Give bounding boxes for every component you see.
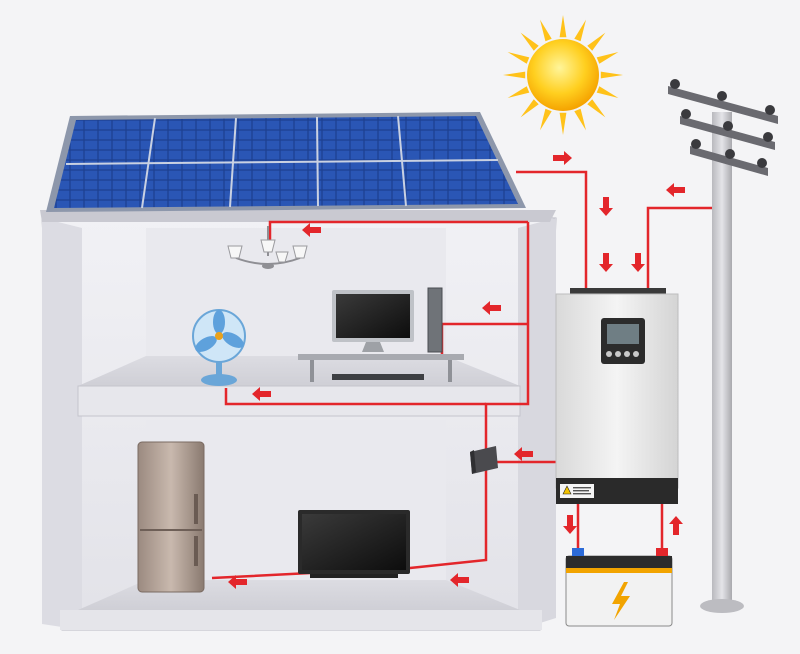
distribution-box	[470, 446, 498, 474]
inverter-lcd-screen	[607, 324, 639, 344]
arrow-icon	[669, 516, 683, 535]
computer-keyboard	[332, 374, 424, 380]
sun-ray	[574, 108, 586, 131]
wire-lamp	[268, 220, 528, 240]
utility-pole	[668, 79, 778, 613]
sun-ray	[507, 86, 530, 98]
fridge-handle-upper	[194, 494, 198, 524]
inverter-warning-text-lines-2	[573, 490, 589, 492]
sun-ray	[507, 52, 530, 64]
pole-base	[700, 599, 744, 613]
sun-ray	[587, 99, 606, 118]
desk-top	[298, 354, 464, 360]
arrow-icon	[666, 183, 685, 197]
fan-blades	[195, 310, 244, 352]
sun-ray	[587, 32, 606, 51]
house-front-left-wall	[42, 218, 82, 630]
battery-terminal-negative	[572, 548, 584, 556]
sun-ray	[540, 19, 552, 42]
upper-floor-edge	[77, 385, 521, 417]
wire-fan	[224, 388, 486, 406]
fridge-handle-lower	[194, 536, 198, 566]
inverter-buttons	[606, 351, 639, 357]
sun-ray	[596, 52, 619, 64]
refrigerator	[137, 441, 205, 593]
arrow-icon	[631, 253, 645, 272]
solar-panel-module-gaps	[65, 115, 499, 209]
sun-ray	[520, 99, 539, 118]
sun-ray	[596, 86, 619, 98]
desk-fan	[192, 309, 246, 386]
arrow-icon	[553, 151, 572, 165]
house-front-right-wall	[518, 218, 556, 630]
battery	[565, 548, 673, 627]
sun-ray	[559, 112, 567, 135]
pole-shaft	[712, 112, 732, 606]
fridge-body	[137, 441, 205, 593]
wire-grid-to-inverter	[646, 206, 712, 290]
solar-panel	[46, 112, 526, 212]
sun-ray	[600, 71, 623, 79]
battery-top-band	[566, 556, 672, 570]
computer-tower	[427, 287, 443, 353]
battery-terminal-positive	[656, 548, 668, 556]
inverter-top-cap	[570, 288, 666, 296]
upper-floor	[78, 356, 520, 386]
sun-ray	[559, 15, 567, 38]
ceiling-lamp	[227, 226, 308, 269]
wire-solar-to-inverter	[516, 170, 588, 290]
roof	[40, 210, 556, 222]
sun-ray	[574, 19, 586, 42]
desktop-computer	[298, 287, 464, 382]
sun-ray	[503, 71, 526, 79]
lower-floor-edge	[60, 610, 542, 630]
tv-stand	[310, 574, 398, 578]
sun-ray	[540, 108, 552, 131]
tv-screen	[302, 514, 406, 570]
hybrid-inverter	[555, 288, 679, 504]
fan-base	[201, 374, 237, 386]
inverter-warning-text-lines-3	[573, 493, 591, 495]
arrow-icon	[563, 515, 577, 534]
computer-screen	[336, 294, 410, 338]
lightning-bolt-icon	[612, 582, 630, 620]
inverter-warning-text-lines	[573, 487, 591, 489]
battery-stripe	[566, 568, 672, 573]
arrow-icon	[599, 253, 613, 272]
pole-insulators	[670, 79, 775, 168]
sun-ray	[520, 32, 539, 51]
arrow-icon	[599, 197, 613, 216]
television	[298, 510, 410, 578]
pole-crossarms	[668, 86, 778, 176]
sun-icon	[503, 15, 623, 135]
warning-triangle-icon	[562, 485, 572, 495]
